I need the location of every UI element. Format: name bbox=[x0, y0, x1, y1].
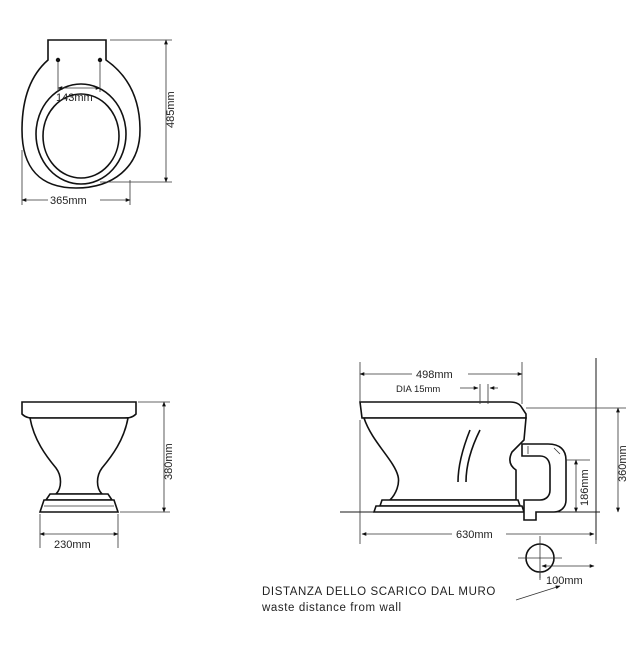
note-arrow bbox=[515, 585, 561, 601]
top-width-label: 365mm bbox=[50, 195, 87, 207]
front-base-width-label: 230mm bbox=[54, 539, 91, 551]
note-english: waste distance from wall bbox=[261, 602, 402, 614]
side-overall-length-label: 630mm bbox=[456, 529, 493, 541]
note-italian: DISTANZA DELLO SCARICO DAL MURO bbox=[262, 586, 496, 598]
side-view-bowl bbox=[362, 417, 527, 501]
waste-distance-note: DISTANZA DELLO SCARICO DAL MURO waste di… bbox=[261, 585, 561, 614]
top-view-hinge-hole-left bbox=[55, 57, 61, 63]
front-view-bowl bbox=[29, 417, 129, 495]
top-view: 143mm 365mm 485mm bbox=[21, 39, 177, 207]
front-view: 380mm 230mm bbox=[21, 401, 175, 551]
side-waste-offset-label: 100mm bbox=[546, 575, 583, 587]
side-view: 498mm DIA 15mm 360mm 186mm 630mm 100mm bbox=[340, 358, 629, 587]
top-view-bowl-inner bbox=[42, 93, 120, 179]
front-view-rim bbox=[21, 401, 137, 419]
side-view-rim bbox=[359, 401, 527, 419]
top-view-seat-opening bbox=[35, 83, 127, 185]
front-view-base bbox=[44, 493, 114, 501]
side-top-length-label: 498mm bbox=[416, 369, 453, 381]
side-view-outlet-pipe bbox=[521, 443, 567, 521]
side-inlet-height-label: 360mm bbox=[617, 445, 629, 482]
side-outlet-height-label: 186mm bbox=[579, 469, 591, 506]
top-view-hinge-hole-right bbox=[97, 57, 103, 63]
front-height-label: 380mm bbox=[163, 443, 175, 480]
top-length-label: 485mm bbox=[165, 91, 177, 128]
hole-spacing-label: 143mm bbox=[56, 92, 93, 104]
inlet-diameter-label: DIA 15mm bbox=[396, 384, 440, 395]
